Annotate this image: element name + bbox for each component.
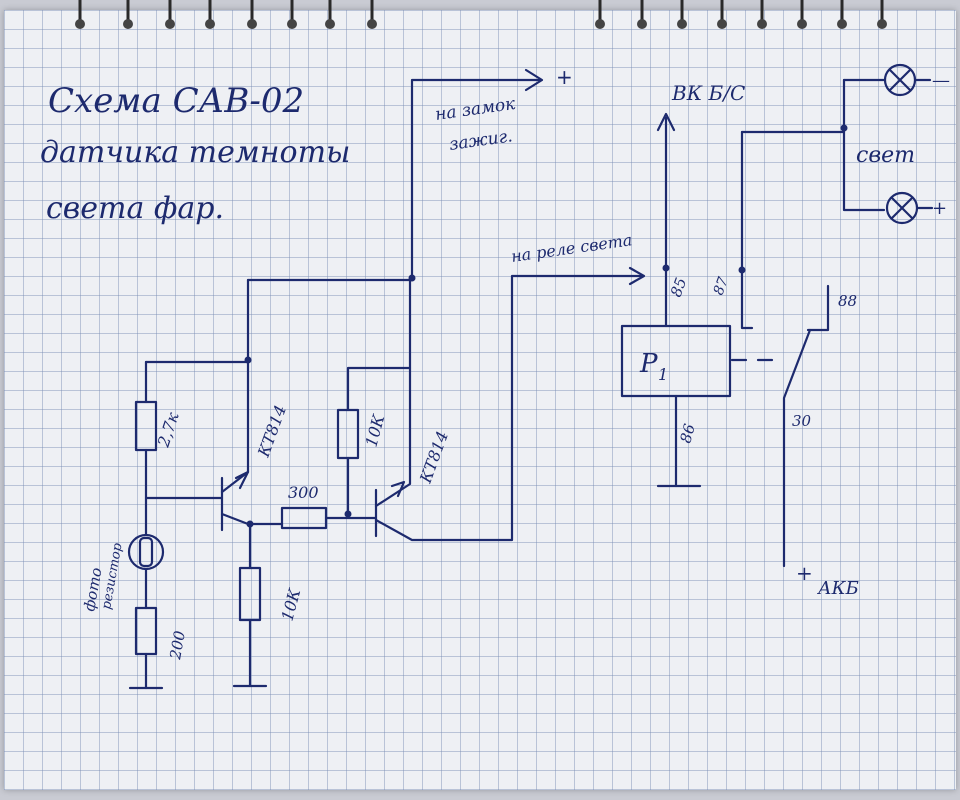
lamp2-plus: + bbox=[932, 198, 947, 219]
arrow-icon bbox=[656, 112, 676, 132]
pin87-label: 87 bbox=[711, 275, 732, 297]
ignition-plus: + bbox=[556, 65, 573, 89]
resistor-300-label: 300 bbox=[288, 483, 319, 502]
pin86-label: 86 bbox=[676, 421, 698, 445]
junction-dot bbox=[738, 266, 746, 274]
pin88-label: 88 bbox=[838, 292, 857, 310]
ignition-label-2: зажиг. bbox=[448, 126, 514, 155]
junction-dot bbox=[840, 124, 848, 132]
pin30-label: 30 bbox=[792, 412, 812, 430]
resistor-10k-bottom bbox=[238, 566, 262, 622]
wire-lamps bbox=[842, 78, 886, 212]
arrow-icon bbox=[628, 266, 646, 286]
wire bbox=[346, 366, 412, 412]
resistor-300 bbox=[280, 506, 328, 530]
vk-bs-label: ВК Б/С bbox=[671, 81, 745, 105]
wire-ignition bbox=[410, 78, 542, 282]
light-relay-label: на реле света bbox=[510, 230, 634, 266]
spiral-binding bbox=[75, 0, 887, 29]
relay-name: P bbox=[639, 349, 658, 379]
title-line1: Схема САВ-02 bbox=[48, 81, 304, 121]
wire-88 bbox=[806, 284, 830, 332]
resistor-10k-mid bbox=[336, 408, 360, 460]
wire-to-base1 bbox=[144, 448, 224, 500]
resistor-200 bbox=[134, 606, 158, 656]
akb-label: АКБ bbox=[816, 578, 859, 599]
ignition-label-1: на замок bbox=[434, 94, 517, 125]
transistor-kt814-1 bbox=[220, 360, 250, 532]
lamp-icon bbox=[883, 63, 917, 97]
pin85-label: 85 bbox=[667, 275, 690, 299]
akb-plus: + bbox=[796, 561, 813, 585]
light-label: свет bbox=[856, 143, 915, 168]
switch-contact-30 bbox=[782, 328, 812, 568]
transistor1-label: КТ814 bbox=[254, 403, 291, 461]
wire-87 bbox=[740, 130, 754, 330]
title-line2: датчика темноты bbox=[40, 135, 350, 170]
junction-dot bbox=[662, 264, 670, 272]
photoresistor-icon bbox=[127, 533, 165, 571]
resistor-10k-bottom-label: 10К bbox=[278, 586, 305, 623]
resistor-200-label: 200 bbox=[166, 629, 189, 662]
transistor2-label: КТ814 bbox=[416, 429, 453, 487]
relay-p1 bbox=[620, 324, 732, 398]
grid-paper bbox=[4, 10, 956, 790]
lamp-icon bbox=[885, 191, 919, 225]
resistor-2-7k-label: 2,7к bbox=[153, 410, 182, 451]
resistor-10k-mid-label: 10К bbox=[362, 412, 389, 449]
lamp1-minus: — bbox=[932, 70, 950, 91]
transistor-kt814-2 bbox=[374, 274, 644, 542]
title-line3: света фар. bbox=[46, 191, 224, 226]
arrow-icon bbox=[524, 68, 544, 92]
relay-sub: 1 bbox=[658, 365, 668, 384]
